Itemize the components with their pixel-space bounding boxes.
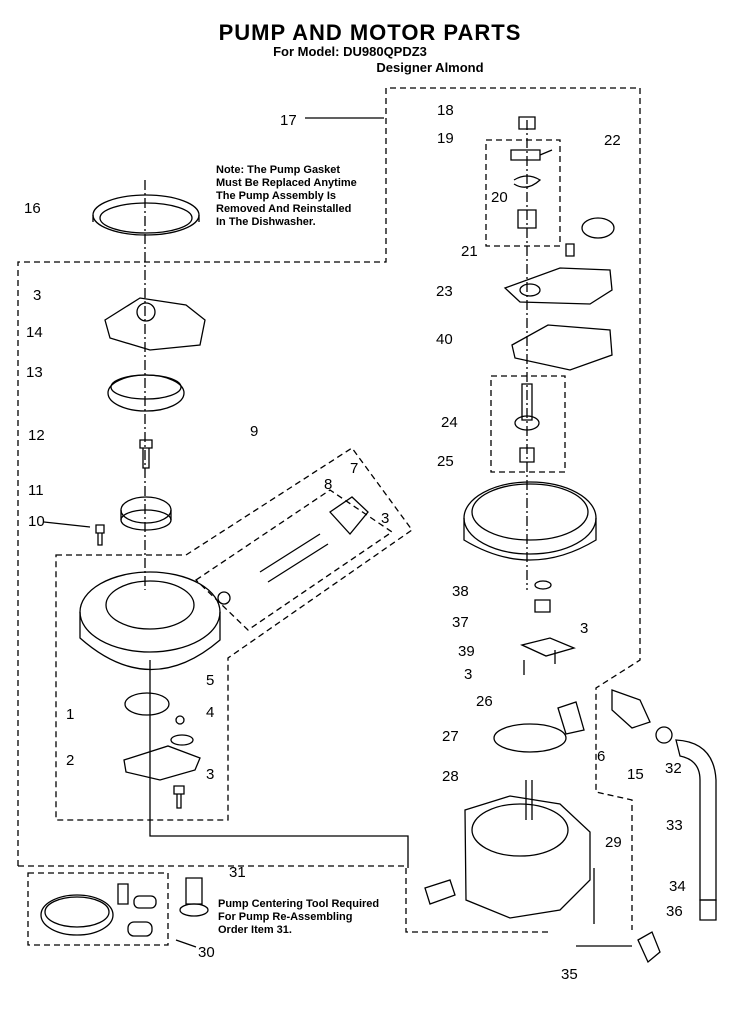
lower-bracket-icon — [123, 745, 201, 781]
callout-21[interactable]: 21 — [461, 243, 478, 260]
callout-20[interactable]: 20 — [491, 189, 508, 206]
callout-36[interactable]: 36 — [666, 903, 683, 920]
float-group-boundary — [485, 139, 561, 247]
screw-3c-icon — [173, 785, 185, 809]
model-label: For Model: DU980QPDZ3 — [273, 44, 427, 59]
callout-9[interactable]: 9 — [250, 423, 259, 440]
valve-group-boundary — [194, 489, 394, 631]
callout-16[interactable]: 16 — [24, 200, 41, 217]
clamp-36-icon — [637, 931, 661, 964]
filter-screen-icon — [124, 692, 170, 716]
screw-21-icon — [565, 243, 575, 257]
callout-7[interactable]: 7 — [350, 460, 359, 477]
screw-kit-icon — [117, 883, 129, 905]
motor-connector-icon — [424, 879, 456, 905]
o-ring-22-icon — [581, 217, 615, 239]
float-spring-icon — [513, 175, 542, 188]
color-label: Designer Almond — [376, 60, 484, 75]
pump-housing-icon — [79, 571, 221, 653]
callout-4[interactable]: 4 — [206, 704, 215, 721]
drain-hose-icon — [675, 739, 717, 901]
insulator-27-icon — [493, 723, 567, 753]
bearing-plate-icon — [520, 637, 576, 657]
diagram-title: PUMP AND MOTOR PARTS — [218, 20, 522, 45]
gasket-kit-icon — [40, 894, 114, 936]
pump-cover-icon — [104, 297, 206, 351]
screw-12-icon — [139, 439, 153, 469]
valve-spring-icon — [259, 533, 329, 583]
impeller-shaft-icon — [521, 383, 533, 421]
seal-kit-icon — [133, 895, 157, 909]
callout-27[interactable]: 27 — [442, 728, 459, 745]
callout-3b[interactable]: 3 — [381, 510, 390, 527]
callout-37[interactable]: 37 — [452, 614, 469, 631]
lower-group-boundary — [18, 865, 548, 933]
outer-group-boundary — [17, 87, 641, 930]
callout-6[interactable]: 6 — [597, 748, 606, 765]
callout-14[interactable]: 14 — [26, 324, 43, 341]
screw-10-icon — [95, 524, 105, 546]
callout-1[interactable]: 1 — [66, 706, 75, 723]
callout-22[interactable]: 22 — [604, 132, 621, 149]
callout-33[interactable]: 33 — [666, 817, 683, 834]
float-20-icon — [517, 209, 537, 229]
impeller-group-boundary — [490, 375, 566, 473]
motor-icon — [464, 795, 591, 919]
callout-5[interactable]: 5 — [206, 672, 215, 689]
o-ring-38-icon — [534, 580, 552, 590]
callout-3d[interactable]: 3 — [580, 620, 589, 637]
gasket-40-icon — [511, 324, 613, 371]
callout-3c[interactable]: 3 — [206, 766, 215, 783]
callout-30[interactable]: 30 — [198, 944, 215, 961]
callout-23[interactable]: 23 — [436, 283, 453, 300]
callout-29[interactable]: 29 — [605, 834, 622, 851]
callout-8[interactable]: 8 — [324, 476, 333, 493]
callout-3a[interactable]: 3 — [33, 287, 42, 304]
seal-37-icon — [534, 599, 551, 613]
callout-17[interactable]: 17 — [280, 112, 297, 129]
callout-32[interactable]: 32 — [665, 760, 682, 777]
clamp-32-icon — [655, 726, 673, 744]
callout-13[interactable]: 13 — [26, 364, 43, 381]
callout-3e[interactable]: 3 — [464, 666, 473, 683]
callout-19[interactable]: 19 — [437, 130, 454, 147]
pump-centering-tool-icon — [185, 877, 203, 905]
o-ring-icon — [170, 734, 194, 746]
drain-valve-icon — [611, 689, 651, 729]
callout-38[interactable]: 38 — [452, 583, 469, 600]
callout-24[interactable]: 24 — [441, 414, 458, 431]
valve-bracket-icon — [329, 496, 369, 535]
callout-2[interactable]: 2 — [66, 752, 75, 769]
callout-31[interactable]: 31 — [229, 864, 246, 881]
float-switch-icon — [510, 149, 553, 161]
callout-40[interactable]: 40 — [436, 331, 453, 348]
kit-group-boundary — [27, 872, 169, 946]
chopper-plate-icon — [503, 267, 613, 305]
hose-end-34-icon — [699, 899, 717, 921]
callout-12[interactable]: 12 — [28, 427, 45, 444]
tool-note: Pump Centering Tool Required For Pump Re… — [218, 898, 380, 936]
motor-mount-icon — [463, 481, 597, 555]
pump-group-boundary — [55, 447, 413, 821]
nut-18-icon — [518, 116, 536, 130]
callout-35[interactable]: 35 — [561, 966, 578, 983]
callout-18[interactable]: 18 — [437, 102, 454, 119]
callout-15[interactable]: 15 — [627, 766, 644, 783]
pump-gasket-icon — [92, 194, 200, 236]
callout-10[interactable]: 10 — [28, 513, 45, 530]
seal-ring-icon — [107, 374, 185, 412]
callout-11[interactable]: 11 — [28, 482, 44, 499]
gasket-note: Note: The Pump Gasket Must Be Replaced A… — [216, 164, 357, 228]
callout-26[interactable]: 26 — [476, 693, 493, 710]
callout-39[interactable]: 39 — [458, 643, 475, 660]
bracket-26-icon — [557, 701, 585, 735]
callout-34[interactable]: 34 — [669, 878, 686, 895]
callout-25[interactable]: 25 — [437, 453, 454, 470]
callout-28[interactable]: 28 — [442, 768, 459, 785]
